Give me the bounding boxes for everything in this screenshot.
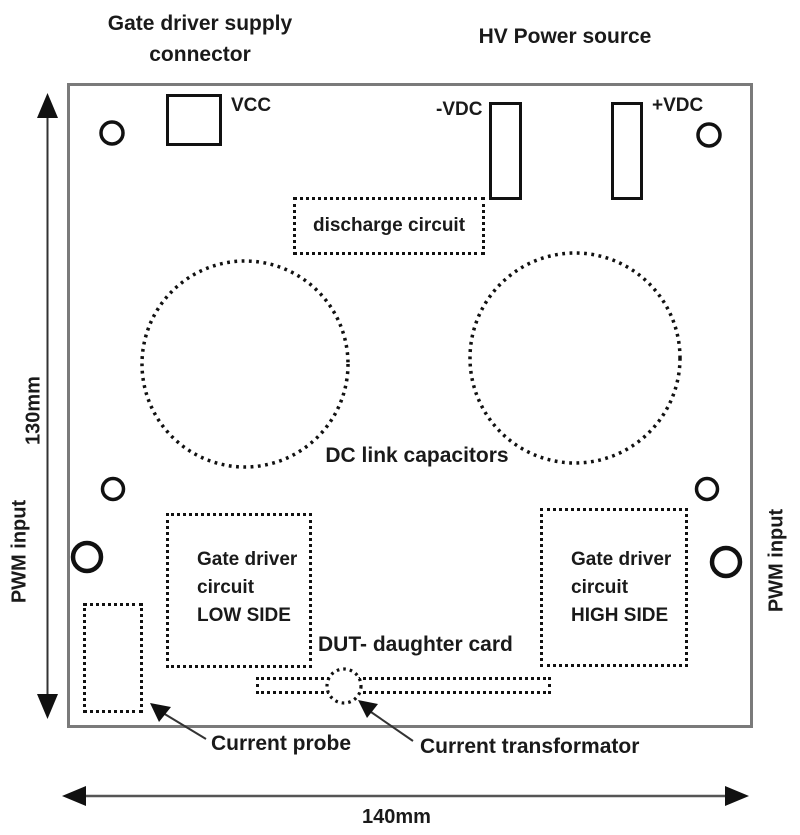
width-dimension-arrowhead-right: [725, 786, 749, 806]
current-probe-arrow-line: [162, 712, 207, 740]
neg-vdc-label: -VDC: [436, 99, 483, 120]
height-dimension-label: 130mm: [22, 376, 45, 445]
mounting-hole-top-left: [99, 120, 125, 146]
current-transformator-label: Current transformator: [420, 735, 640, 758]
gate-driver-supply-line1: Gate driver supply: [107, 12, 293, 35]
gate-driver-high-line3: HIGH SIDE: [571, 605, 669, 626]
mounting-hole-mid-right: [694, 476, 720, 502]
discharge-circuit-box: discharge circuit: [293, 197, 485, 255]
gate-driver-low-side-box: Gate driver circuit LOW SIDE: [166, 513, 312, 668]
gate-driver-low-line3: LOW SIDE: [197, 605, 291, 626]
vcc-label: VCC: [231, 95, 272, 116]
dut-daughter-card-label: DUT- daughter card: [318, 633, 513, 656]
gate-driver-low-line2: circuit: [197, 577, 255, 598]
pwm-input-right-label: PWM input: [765, 508, 788, 613]
width-dimension-arrowhead-left: [62, 786, 86, 806]
gate-driver-supply-line2: connector: [149, 43, 251, 66]
height-dimension-arrowhead-bottom: [37, 694, 58, 719]
dc-link-capacitor-right-circle: [468, 251, 682, 465]
height-dimension-arrowhead-top: [37, 93, 58, 118]
discharge-circuit-label: discharge circuit: [312, 215, 466, 236]
vcc-connector-box: [166, 94, 222, 146]
pwm-hole-right: [709, 545, 743, 579]
width-dimension-label: 140mm: [362, 806, 431, 828]
current-probe-arrowhead: [150, 703, 171, 722]
pos-vdc-terminal-box: [611, 102, 643, 200]
current-transformator-arrowhead: [358, 700, 378, 718]
pwm-hole-left: [70, 540, 104, 574]
current-probe-box: [83, 603, 143, 713]
pos-vdc-label: +VDC: [652, 95, 704, 116]
gate-driver-high-side-box: Gate driver circuit HIGH SIDE: [540, 508, 688, 667]
dc-link-capacitors-label: DC link capacitors: [325, 444, 509, 467]
neg-vdc-terminal-box: [489, 102, 522, 200]
mounting-hole-mid-left: [100, 476, 126, 502]
dc-link-capacitor-left-circle: [140, 259, 350, 469]
gate-driver-low-line1: Gate driver: [197, 549, 298, 570]
pcb-board-outline: [67, 83, 753, 728]
gate-driver-high-line2: circuit: [571, 577, 629, 598]
current-transformator-circle: [325, 667, 363, 705]
gate-driver-high-line1: Gate driver: [571, 549, 672, 570]
hv-power-source-label: HV Power source: [478, 25, 652, 48]
current-transformator-arrow-line: [370, 711, 414, 742]
gate-driver-supply-connector-label: Gate driver supply connector: [60, 8, 340, 70]
mounting-hole-top-right: [696, 122, 722, 148]
current-probe-label: Current probe: [211, 732, 352, 755]
pwm-input-left-label: PWM input: [8, 499, 31, 604]
